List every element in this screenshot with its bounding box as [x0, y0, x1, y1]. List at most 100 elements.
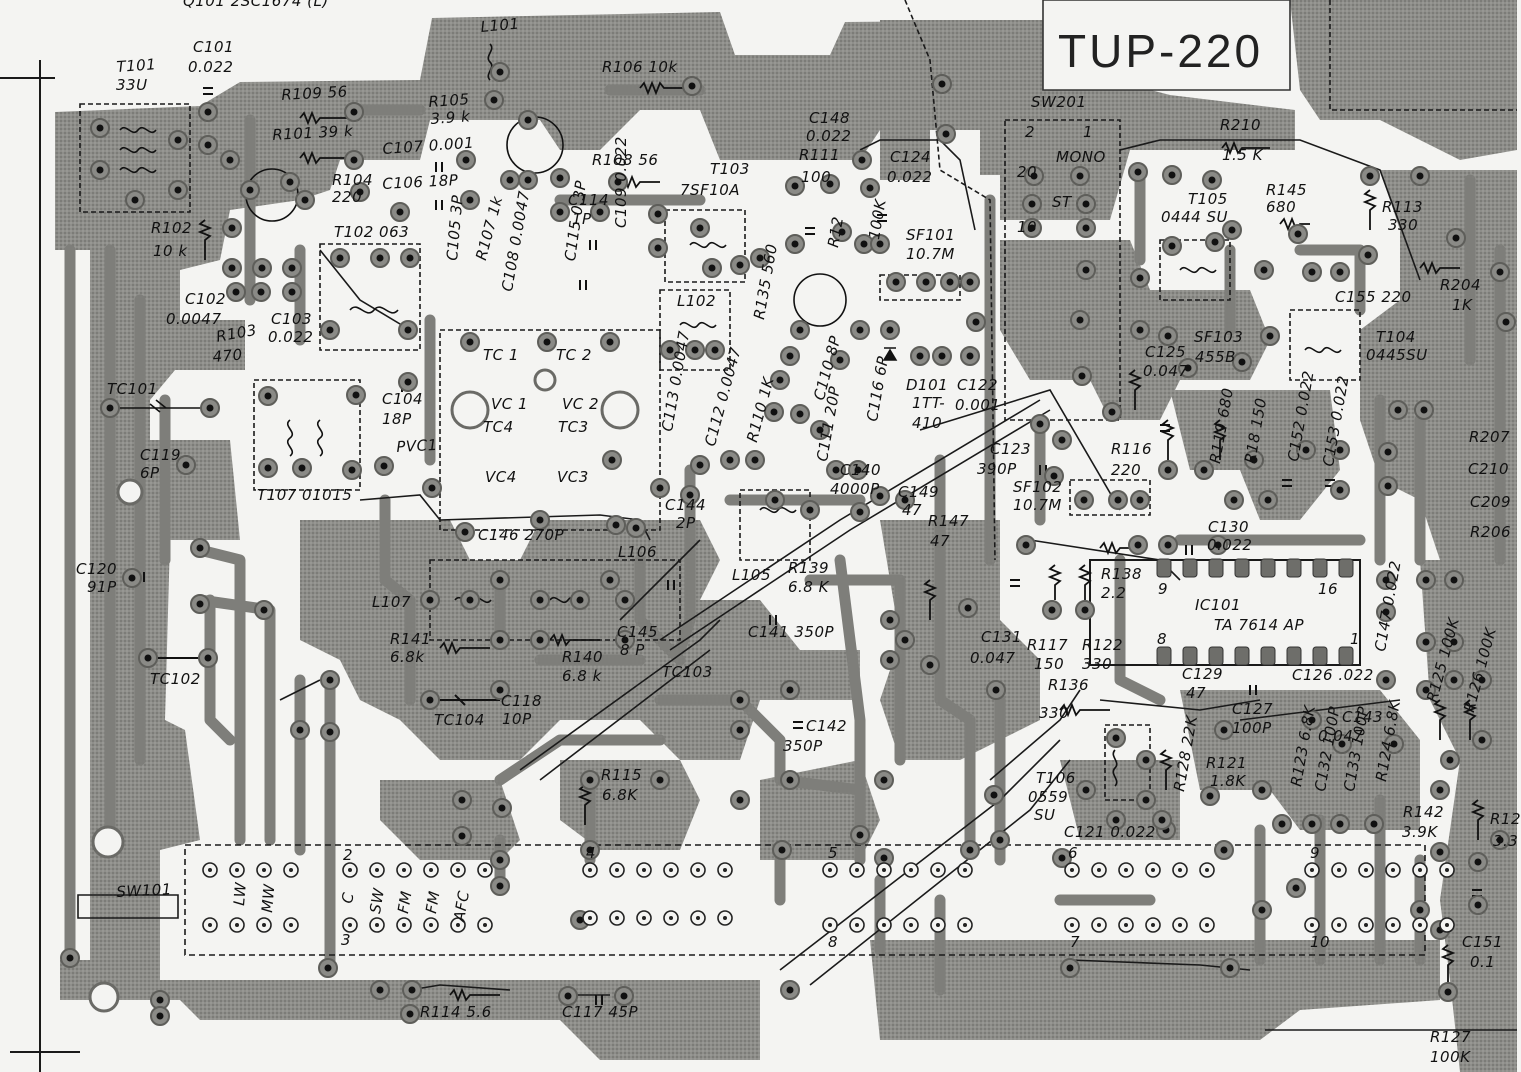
label-t102: T102 063	[334, 223, 410, 241]
pad-hole	[1108, 408, 1116, 416]
pad-hole	[656, 484, 664, 492]
coil-symbols	[119, 43, 1342, 787]
label-tc4: TC4	[483, 418, 514, 436]
label-sw_fm1: FM	[394, 889, 416, 915]
label-sw_fm2: FM	[422, 889, 444, 915]
label-c131a: C131	[981, 628, 1023, 646]
label-n3: 3	[341, 931, 352, 949]
label-ic101a: IC101	[1195, 596, 1242, 614]
connector-pin-hole	[615, 916, 619, 920]
pad-hole	[916, 352, 924, 360]
connector-pin-hole	[1418, 868, 1422, 872]
pad-hole	[1168, 242, 1176, 250]
label-r136a: R136	[1048, 676, 1090, 694]
pad-hole	[1384, 482, 1392, 490]
label-c118b: 10P	[502, 710, 532, 728]
pad-hole	[226, 156, 234, 164]
label-c118a: C118	[501, 692, 543, 710]
pad-hole	[736, 261, 744, 269]
pad-hole	[856, 326, 864, 334]
pad-hole	[96, 124, 104, 132]
pad-hole	[1238, 358, 1246, 366]
pad-hole	[938, 80, 946, 88]
pad-hole	[1450, 638, 1458, 646]
pad-hole	[458, 832, 466, 840]
label-sf101b: 10.7M	[906, 245, 955, 263]
label-c109: C109 0.022	[612, 136, 630, 228]
label-r111b: 100	[801, 168, 832, 186]
label-sw_c: C	[338, 890, 358, 905]
ic-pin	[1208, 646, 1224, 666]
connector-pin-hole	[208, 923, 212, 927]
pad-hole	[736, 796, 744, 804]
pad-hole	[751, 456, 759, 464]
pad-hole	[691, 346, 699, 354]
label-c119b: 6P	[140, 464, 160, 482]
label-c126: C126 .022	[1292, 666, 1374, 684]
pad-hole	[1134, 541, 1142, 549]
label-t103b: 7SF10A	[680, 181, 741, 199]
label-r210a: R210	[1220, 116, 1262, 134]
pad-hole	[621, 596, 629, 604]
pad-hole	[1258, 906, 1266, 914]
label-r117b: 150	[1034, 655, 1065, 673]
ic-pin	[1338, 646, 1354, 666]
label-r138b: 2.2	[1101, 584, 1127, 602]
label-pin8: 8	[1157, 630, 1168, 648]
label-c123b: 390P	[977, 460, 1017, 478]
pad-hole	[656, 776, 664, 784]
label-r113a: R113	[1382, 198, 1424, 216]
pad-hole	[972, 318, 980, 326]
label-d101b: 1TT-	[912, 394, 946, 412]
pad-hole	[426, 696, 434, 704]
label-r104b: 220	[332, 188, 363, 206]
pad-hole	[1058, 854, 1066, 862]
pad-hole	[621, 636, 629, 644]
pad-hole	[992, 686, 1000, 694]
pad-hole	[1158, 816, 1166, 824]
connector-pin-hole	[262, 868, 266, 872]
label-c148a: C148	[809, 109, 851, 127]
pad-hole	[796, 410, 804, 418]
pad-hole	[564, 992, 572, 1000]
connector-pin-hole	[235, 868, 239, 872]
pad-hole	[791, 240, 799, 248]
pad-hole	[174, 136, 182, 144]
pad-hole	[1308, 716, 1316, 724]
label-l107: L107	[372, 593, 411, 611]
pad-hole	[350, 156, 358, 164]
label-c131b: 0.047	[970, 649, 1016, 667]
label-r142a: R142	[1403, 803, 1445, 821]
connector-pin-hole	[289, 868, 293, 872]
label-c106: C106 18P	[381, 171, 459, 193]
pad-hole	[736, 726, 744, 734]
connector-pin-hole	[669, 868, 673, 872]
connector-pin-hole	[289, 923, 293, 927]
label-vc1: VC 1	[491, 395, 529, 413]
connector-pin-hole	[1097, 868, 1101, 872]
label-t104a: T104	[1376, 328, 1416, 346]
pad-hole	[326, 326, 334, 334]
pad-hole	[1168, 171, 1176, 179]
connector-pin-hole	[909, 923, 913, 927]
pad-hole	[260, 606, 268, 614]
label-c144a: C144	[665, 496, 707, 514]
tuning-capacitor-mounts	[88, 368, 640, 1013]
connector-pin-hole	[1337, 868, 1341, 872]
pad-hole	[156, 996, 164, 1004]
pad-hole	[1394, 406, 1402, 414]
label-t106b: 0559	[1028, 788, 1069, 806]
ic-pin	[1260, 558, 1276, 578]
label-sf102b: 10.7M	[1013, 496, 1062, 514]
label-pin1: 1	[1350, 630, 1361, 648]
label-c143a: C143	[1342, 708, 1384, 726]
pad-hole	[466, 596, 474, 604]
label-r204b: 1K	[1452, 296, 1473, 314]
pad-hole	[796, 326, 804, 334]
pad-hole	[461, 528, 469, 536]
pad-hole	[778, 846, 786, 854]
pad-hole	[1230, 496, 1238, 504]
pad-hole	[620, 992, 628, 1000]
label-r147a: R147	[928, 512, 970, 530]
label-c146: C146 270P	[478, 526, 565, 544]
